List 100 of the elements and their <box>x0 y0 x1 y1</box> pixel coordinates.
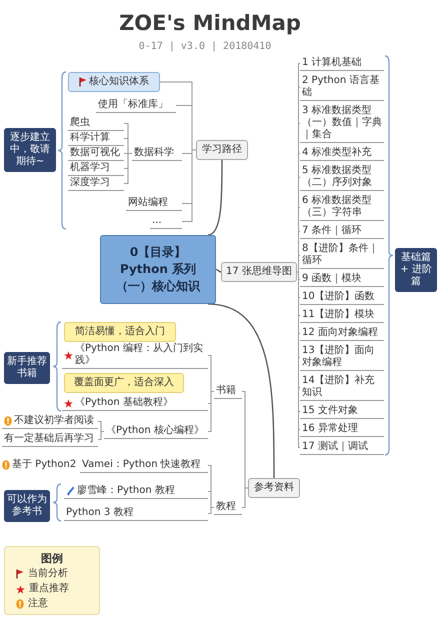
topic-text: 网站编程 <box>128 197 168 209</box>
subtopic-item <box>132 146 182 161</box>
topic-text: 书籍 <box>216 385 236 397</box>
topic-text: 9 函数｜模块 <box>302 273 362 285</box>
topic-text: 覆盖面更广，适合深入 <box>74 377 174 389</box>
topic-text: 《Python 基础教程》 <box>75 397 173 409</box>
topic-text: 5 标准数据类型（二）序列对象 <box>302 165 373 189</box>
subtopic-item <box>300 146 384 161</box>
topic-box <box>221 262 297 282</box>
topic-text: 新手推荐书籍 <box>7 356 47 380</box>
subtopic-item <box>300 242 384 269</box>
subtopic-item <box>68 161 124 176</box>
topic-text: Vamei：Python 快速教程 <box>82 459 201 471</box>
callout-note <box>64 322 176 342</box>
topic-text: 13【进阶】面向对象编程 <box>302 345 376 369</box>
subtopic-item <box>2 432 98 447</box>
legend-label: 当前分析 <box>28 568 68 580</box>
topic-text: 有一定基础后再学习 <box>4 433 94 445</box>
diagram-title: ZOE's MindMap <box>118 10 302 36</box>
subtopic-item <box>68 146 124 161</box>
subtopic-item <box>62 342 208 369</box>
subtopic-item <box>300 422 384 437</box>
topic-text: 《Python 核心编程》 <box>106 425 204 437</box>
topic-text: 逐步建立中，敬请期待~ <box>9 132 51 168</box>
subtopic-item <box>2 414 98 429</box>
version-subtitle: 0-17 | v3.0 | 20180410 <box>138 40 272 53</box>
topic-text: 机器学习 <box>70 162 110 174</box>
topic-text: 科学计算 <box>70 132 110 144</box>
topic-text: 14【进阶】补充知识 <box>302 375 376 399</box>
subtopic-item <box>64 506 208 521</box>
connector-line <box>242 488 248 508</box>
connector-line <box>182 150 196 222</box>
topic-text: 基础篇 + 进阶篇 <box>399 252 433 288</box>
subtopic-item <box>300 374 384 401</box>
side-note: 基于 Python2 <box>12 459 76 471</box>
legend-label: 重点推荐 <box>29 583 69 595</box>
central-topic-box <box>100 235 216 304</box>
subtopic-item <box>300 224 384 239</box>
subtopic-item <box>62 396 208 411</box>
topic-text: 《Python 编程：从入门到实践》 <box>75 343 204 367</box>
subtopic-item <box>126 196 182 211</box>
subtopic-item <box>300 194 384 221</box>
legend-label: 注意 <box>28 598 48 610</box>
topic-text: 4 标准类型补充 <box>302 147 372 159</box>
subtopic-item <box>300 164 384 191</box>
subtopic-item <box>300 344 384 371</box>
topic-text: 学习路径 <box>202 144 242 156</box>
topic-text: 3 标准数据类型（一）数值｜字典｜集合 <box>302 105 382 141</box>
topic-text: 0【目录】Python 系列（一）核心知识 <box>115 244 202 295</box>
subtopic-item <box>300 272 384 287</box>
connector-line <box>98 431 104 440</box>
topic-text: ... <box>152 215 162 227</box>
topic-text: 7 条件｜循环 <box>302 225 362 237</box>
subtopic-item <box>214 384 242 399</box>
topic-text: 简洁易懂，适合入门 <box>75 326 165 338</box>
subtopic-item <box>68 131 124 146</box>
topic-text: 深度学习 <box>70 177 110 189</box>
topic-text: 不建议初学者阅读 <box>14 415 94 427</box>
topic-box <box>196 140 248 160</box>
topic-text: 数据科学 <box>134 147 174 159</box>
subtopic-item <box>68 116 124 131</box>
connector-line <box>208 160 223 236</box>
topic-text: 可以作为参考书 <box>7 494 47 518</box>
topic-text: Python 3 教程 <box>66 507 134 519</box>
topic-box <box>248 478 300 498</box>
topic-text: 爬虫 <box>70 117 90 129</box>
connector-line <box>208 355 214 392</box>
connector-line <box>208 507 214 514</box>
subtopic-item <box>104 424 208 439</box>
topic-text: 廖雪峰：Python 教程 <box>77 485 175 497</box>
connector-line <box>208 391 214 432</box>
subtopic-item <box>300 56 384 71</box>
connector-line <box>208 303 275 478</box>
highlighted-topic-box <box>68 72 160 92</box>
topic-text: 6 标准数据类型（三）字符串 <box>302 195 373 219</box>
connector-line <box>208 491 214 508</box>
topic-text: 2 Python 语言基础 <box>302 75 380 99</box>
topic-text: 17 张思维导图 <box>226 266 292 278</box>
topic-text: 16 异常处理 <box>302 423 358 435</box>
subtopic-item <box>300 308 384 323</box>
connector-line <box>98 421 104 432</box>
subtopic-item <box>300 326 384 341</box>
subtopic-item <box>64 484 208 499</box>
topic-text: 教程 <box>216 501 236 513</box>
callout-note <box>64 373 184 393</box>
legend-heading: 图例 <box>40 552 64 565</box>
topic-text: 使用「标准库」 <box>98 99 168 111</box>
topic-text: 8【进阶】条件｜循环 <box>302 243 380 267</box>
topic-text: 数据可视化 <box>70 147 120 159</box>
subtopic-item <box>300 404 384 419</box>
connector-line <box>216 268 222 273</box>
topic-text: 参考资料 <box>254 482 294 494</box>
subtopic-item <box>68 176 124 191</box>
topic-text: 11【进阶】模块 <box>302 309 375 321</box>
subtopic-item <box>214 500 242 515</box>
topic-text: 核心知识体系 <box>89 76 149 88</box>
subtopic-item <box>300 290 384 305</box>
subtopic-item <box>96 98 176 113</box>
subtopic-item <box>80 458 208 473</box>
subtopic-item <box>300 440 384 455</box>
